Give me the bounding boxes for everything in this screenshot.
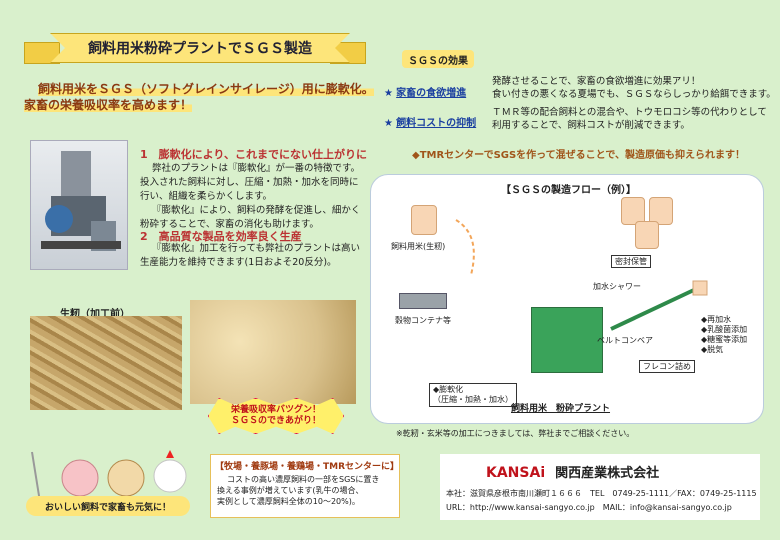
- additives-list: ◆再加水 ◆乳酸菌添加 ◆糖蜜等添加 ◆脱気: [701, 315, 748, 354]
- bulk-label: ◆膨軟化 （圧縮・加熱・加水）: [429, 383, 517, 407]
- lead-line-2: 家畜の栄養吸収率を高めます！: [24, 98, 193, 112]
- star-icon: ★: [384, 118, 393, 129]
- plant-label: 飼料用米 粉砕プラント: [511, 404, 611, 414]
- storage-bag-icon-2: [649, 197, 673, 225]
- conveyor-label: ベルトコンベア: [597, 336, 653, 345]
- company-info-box: KANSAi 関西産業株式会社 本社：滋賀県彦根市南川瀬町１６６６ TEL 07…: [440, 454, 760, 520]
- grain-before-label: 生籾（加工前）: [60, 309, 130, 320]
- container-label: 穀物コンテナ等: [395, 316, 451, 325]
- page-title: 飼料用米粉砕プラントでＳＧＳ製造: [50, 33, 350, 63]
- bag-fill-label: フレコン詰め: [639, 360, 695, 373]
- section1-heading: 1 膨軟化により、これまでにない仕上がりに: [140, 148, 367, 161]
- farm-heading: 【牧場・養豚場・養鶏場・TMRセンターに】: [215, 462, 400, 472]
- company-logo: KANSAi: [486, 465, 546, 481]
- company-name: 関西産業株式会社: [555, 466, 660, 481]
- sgs-product-image: [190, 300, 356, 404]
- conveyor-icon: [610, 280, 708, 331]
- company-address: 本社：滋賀県彦根市南川瀬町１６６６ TEL 0749-25-1111／FAX：0…: [446, 489, 757, 498]
- tmr-note: ◆TMRセンターでSGSを作って混ぜることで、製造原価も抑えられます！: [412, 150, 745, 161]
- machine-illustration: [41, 151, 121, 251]
- section2-body: 『膨軟化』加工を行っても弊社のプラントは高い 生産能力を維持できます(1日およそ…: [140, 243, 361, 268]
- flow-arrow-1: [455, 219, 475, 276]
- slogan: おいしい飼料で家畜も元気に！: [26, 496, 190, 516]
- effect-label-appetite[interactable]: 家畜の食欲増進: [396, 88, 467, 99]
- storage-label: 密封保管: [611, 255, 651, 268]
- plant-machine-image: [30, 140, 128, 270]
- rice-bag-icon: [411, 205, 437, 235]
- effect-label-cost[interactable]: 飼料コストの抑制: [396, 118, 477, 129]
- company-url[interactable]: URL：http://www.kansai-sangyo.co.jp MAIL：…: [446, 503, 732, 512]
- storage-bag-icon-3: [635, 221, 659, 249]
- section1-body: 弊社のプラントは『膨軟化』が一番の特徴です。 投入された飼料に対し、圧縮・加熱・…: [140, 163, 361, 230]
- effect-desc-appetite: 発酵させることで、家畜の食欲増進に効果アリ！ 食い付きの悪くなる夏場でも、ＳＧＳ…: [492, 76, 776, 100]
- farm-animals-illustration: [31, 450, 187, 503]
- sgs-flow-diagram: 【ＳＧＳの製造フロー（例）】 飼料用米(生籾) 穀物コンテナ等 ◆膨軟化 （圧縮…: [370, 174, 764, 424]
- flow-title: 【ＳＧＳの製造フロー（例）】: [501, 185, 636, 196]
- effect-item-appetite: ★ 家畜の食欲増進: [384, 84, 466, 99]
- effect-item-cost: ★ 飼料コストの抑制: [384, 114, 476, 129]
- farm-body: コストの高い濃厚飼料の一部をSGSに置き 換える事例が増えています(乳牛の場合、…: [217, 475, 380, 506]
- footnote: ※乾籾・玄米等の加工につきましては、弊社までご相談ください。: [396, 429, 635, 438]
- shower-label: 加水シャワー: [593, 282, 641, 291]
- star-icon: ★: [384, 88, 393, 99]
- plant-machine-icon: [531, 307, 603, 373]
- effect-desc-cost: ＴＭＲ等の配合飼料との混合や、トウモロコシ等の代わりとして 利用することで、飼料…: [492, 107, 767, 131]
- section2-heading: 2 高品質な製品を効率良く生産: [140, 230, 302, 243]
- farm-info-box: 【牧場・養豚場・養鶏場・TMRセンターに】 コストの高い濃厚飼料の一部をSGSに…: [210, 454, 400, 518]
- container-icon: [399, 293, 447, 309]
- lead-line-1: 飼料用米をＳＧＳ（ソフトグレインサイレージ）用に膨軟化。: [38, 82, 374, 96]
- raw-paddy-image: [30, 316, 182, 410]
- ribbon-tail-left: [24, 42, 60, 64]
- rice-label: 飼料用米(生籾): [391, 242, 446, 251]
- storage-bag-icon-1: [621, 197, 645, 225]
- sgs-effect-badge: ＳＧＳの効果: [402, 50, 474, 68]
